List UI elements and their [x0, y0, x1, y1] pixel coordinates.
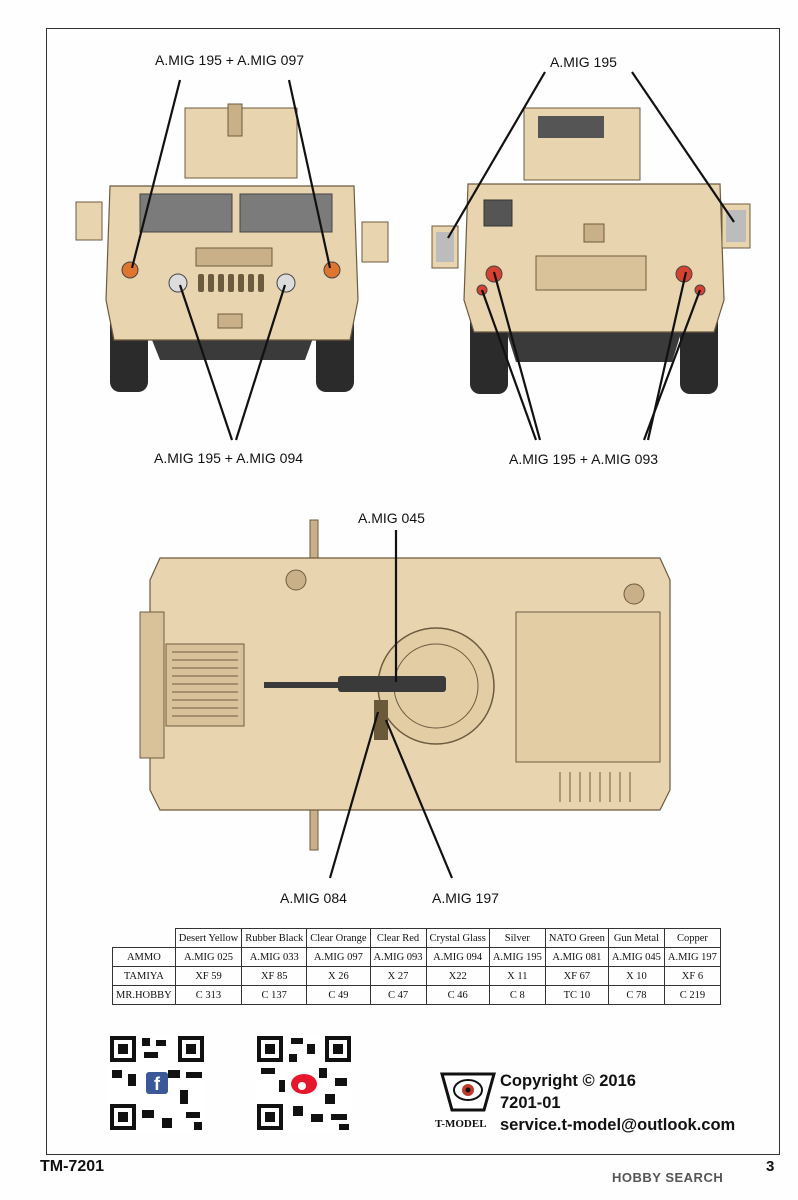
- table-cell: XF 67: [544, 966, 609, 986]
- table-cell: TC 10: [544, 985, 609, 1005]
- table-cell: A.MIG 033: [241, 947, 308, 967]
- column-header: Silver: [488, 928, 546, 948]
- table-cell: XF 59: [174, 966, 243, 986]
- svg-text:f: f: [154, 1074, 161, 1094]
- callout-front-bottom: A.MIG 195 + A.MIG 094: [154, 450, 304, 466]
- table-cell: X22: [425, 966, 490, 986]
- page-number: 3: [766, 1158, 775, 1175]
- logo-wordmark: T-MODEL: [435, 1118, 487, 1130]
- table-cell: X 11: [488, 966, 546, 986]
- copyright-block: Copyright © 2016 7201-01 service.t-model…: [500, 1070, 735, 1136]
- callout-rear-top: A.MIG 195: [550, 54, 617, 70]
- callout-tire: A.MIG 084: [280, 890, 347, 906]
- table-cell: X 27: [369, 966, 427, 986]
- copyright-line: Copyright © 2016: [500, 1072, 636, 1090]
- top-view-vehicle: [139, 519, 671, 851]
- table-cell: A.MIG 025: [174, 947, 243, 967]
- table-cell: X 26: [306, 966, 371, 986]
- column-header: Desert Yellow: [174, 928, 243, 948]
- callout-ammo: A.MIG 197: [432, 890, 499, 906]
- callout-rear-bottom: A.MIG 195 + A.MIG 093: [509, 451, 659, 467]
- table-cell: C 8: [488, 985, 546, 1005]
- table-cell: A.MIG 097: [306, 947, 371, 967]
- table-cell: XF 6: [663, 966, 721, 986]
- table-cell: C 78: [607, 985, 665, 1005]
- table-cell: C 219: [663, 985, 721, 1005]
- rear-leader-lines: [447, 71, 735, 441]
- qr-code-weibo: [255, 1034, 353, 1132]
- table-cell: A.MIG 195: [488, 947, 546, 967]
- table-cell: C 49: [306, 985, 371, 1005]
- column-header: NATO Green: [544, 928, 609, 948]
- front-view-vehicle: [75, 103, 389, 392]
- page-frame: [46, 28, 780, 1155]
- column-header: Copper: [663, 928, 721, 948]
- table-cell: A.MIG 197: [663, 947, 721, 967]
- table-cell: C 47: [369, 985, 427, 1005]
- column-header: Clear Orange: [306, 928, 371, 948]
- row-header: MR.HOBBY: [112, 985, 176, 1005]
- rear-view-vehicle: [431, 107, 751, 394]
- table-corner: [112, 928, 176, 948]
- qr-code-facebook: f: [108, 1034, 206, 1132]
- product-code: 7201-01: [500, 1094, 561, 1112]
- table-cell: XF 85: [241, 966, 308, 986]
- column-header: Crystal Glass: [425, 928, 490, 948]
- column-header: Clear Red: [369, 928, 427, 948]
- product-number: TM-7201: [40, 1158, 105, 1175]
- row-header: TAMIYA: [112, 966, 176, 986]
- column-header: Gun Metal: [607, 928, 665, 948]
- table-cell: C 46: [425, 985, 490, 1005]
- table-cell: A.MIG 094: [425, 947, 490, 967]
- contact-email: service.t-model@outlook.com: [500, 1116, 736, 1134]
- callout-gun: A.MIG 045: [358, 510, 425, 526]
- column-header: Rubber Black: [241, 928, 308, 948]
- table-cell: C 137: [241, 985, 308, 1005]
- front-leader-lines: [130, 79, 332, 441]
- callout-front-top: A.MIG 195 + A.MIG 097: [155, 52, 305, 68]
- t-model-logo-icon: [440, 1072, 496, 1112]
- table-cell: C 313: [174, 985, 243, 1005]
- table-cell: A.MIG 081: [544, 947, 609, 967]
- row-header: AMMO: [112, 947, 176, 967]
- table-cell: A.MIG 045: [607, 947, 665, 967]
- table-cell: X 10: [607, 966, 665, 986]
- watermark-text: HOBBY SEARCH: [612, 1170, 724, 1185]
- table-cell: A.MIG 093: [369, 947, 427, 967]
- top-leader-lines: [328, 530, 454, 879]
